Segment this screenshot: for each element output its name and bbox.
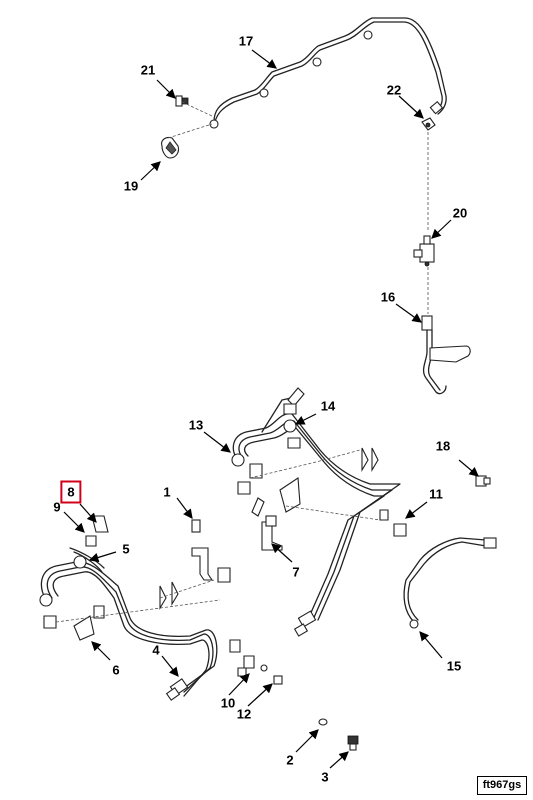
callout-5: 5 (122, 541, 130, 557)
clip-pair-lower (159, 581, 179, 610)
washer-2 (318, 718, 328, 726)
clips-10 (229, 639, 255, 677)
callout-22: 22 (386, 82, 402, 98)
nut-12 (260, 664, 283, 685)
clip-11 (379, 509, 407, 537)
callout-19: 19 (123, 178, 139, 194)
fuel-line-15 (403, 537, 497, 629)
callout-17: 17 (238, 33, 254, 49)
injection-lines-right-bank (231, 395, 401, 637)
bolt-and-bracket-1 (191, 519, 231, 583)
bolt-3 (347, 735, 359, 751)
callout-2: 2 (286, 752, 294, 768)
callout-6: 6 (112, 662, 120, 678)
callout-13: 13 (188, 417, 204, 433)
callout-20: 20 (452, 205, 468, 221)
callout-7: 7 (292, 564, 300, 580)
clip-19 (161, 136, 180, 159)
callout-12: 12 (236, 706, 252, 722)
fuel-line-16 (421, 315, 471, 395)
callout-8-selected[interactable]: 8 (60, 480, 82, 504)
leader-lines (63, 49, 479, 769)
callout-15: 15 (446, 658, 462, 674)
callout-11: 11 (429, 486, 443, 502)
figure-id-label: ft967gs (477, 776, 527, 795)
callout-1: 1 (163, 484, 171, 500)
callout-16: 16 (380, 289, 396, 305)
callout-18: 18 (435, 438, 451, 454)
callout-10: 10 (220, 695, 236, 711)
callout-14: 14 (320, 398, 336, 414)
bolt-21 (175, 95, 189, 107)
tee-fitting-20 (413, 235, 435, 267)
clip-pair-upper (361, 447, 379, 472)
callout-3: 3 (321, 769, 329, 785)
callout-21: 21 (140, 62, 156, 78)
clip-set-14 (283, 387, 305, 449)
bracket-7 (237, 463, 301, 551)
callout-9: 9 (53, 499, 61, 515)
injection-lines-left-bank (39, 547, 218, 701)
clips-5 (85, 515, 109, 547)
fuel-return-line-17 (209, 17, 447, 129)
fitting-22 (421, 117, 436, 131)
callout-4: 4 (152, 642, 160, 658)
bolt-18 (475, 475, 491, 487)
bracket-6 (43, 605, 105, 641)
